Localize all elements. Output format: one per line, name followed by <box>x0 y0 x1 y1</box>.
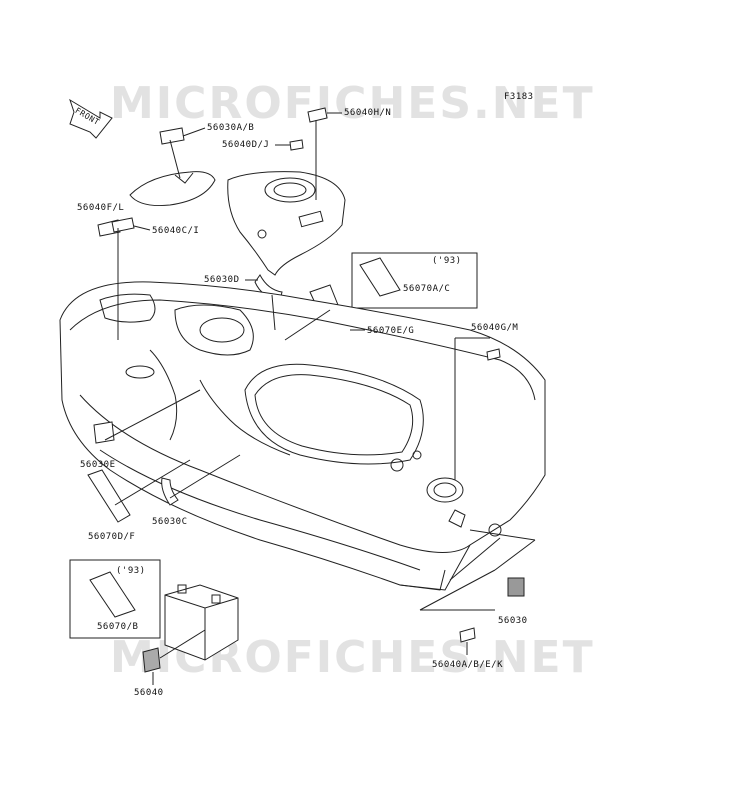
label-56030d: 56030D <box>204 275 240 285</box>
label-56040fl: 56040F/L <box>77 203 125 213</box>
label-56030ab: 56030A/B <box>207 123 255 133</box>
year-note-1: ('93) <box>432 256 462 266</box>
label-56040hn: 56040H/N <box>344 108 392 118</box>
decal-56040dj <box>289 139 304 151</box>
label-56030e: 56030E <box>80 460 116 470</box>
decal-56030e <box>93 421 115 444</box>
handle-pole <box>227 171 346 276</box>
watermark-top: MICROFICHES.NET <box>110 78 595 129</box>
label-56070eg: 56070E/G <box>367 326 415 336</box>
decal-56040gm <box>486 348 501 361</box>
label-56040dj: 56040D/J <box>222 140 270 150</box>
decal-56040abek <box>459 627 476 643</box>
label-56040: 56040 <box>134 688 164 698</box>
decal-56040hn <box>307 107 328 123</box>
box-56070b <box>69 559 161 639</box>
decal-56070df <box>87 469 131 523</box>
label-56030c: 56030C <box>152 517 188 527</box>
label-56040ci: 56040C/I <box>152 226 200 236</box>
label-56070df: 56070D/F <box>88 532 136 542</box>
decal-56040 <box>142 647 161 673</box>
label-56070b: 56070/B <box>97 622 139 632</box>
label-56040abek: 56040A/B/E/K <box>432 660 504 670</box>
box-56070ac <box>351 252 478 309</box>
hood-cover <box>129 171 216 206</box>
label-56070ac: 56070A/C <box>403 284 451 294</box>
label-56030: 56030 <box>498 616 528 626</box>
year-note-2: ('93) <box>116 566 146 576</box>
front-arrow-icon <box>69 98 113 139</box>
label-56040gm: 56040G/M <box>471 323 519 333</box>
decal-56030c <box>161 477 179 506</box>
decal-56040ci <box>111 217 135 233</box>
battery-icon <box>164 584 239 661</box>
decal-56030 <box>507 577 525 597</box>
decal-56030ab <box>159 127 185 145</box>
figure-code: F3183 <box>504 92 534 102</box>
